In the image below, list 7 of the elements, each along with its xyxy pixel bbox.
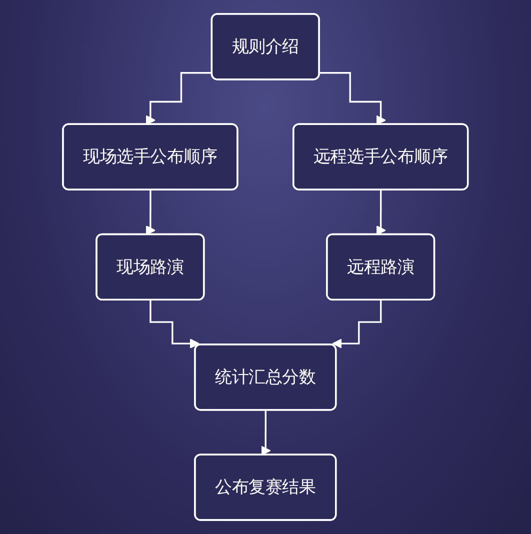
arrow — [376, 189, 386, 236]
arrow — [146, 189, 156, 236]
arrow — [146, 72, 212, 126]
arrow — [320, 72, 386, 126]
arrow — [150, 299, 200, 349]
arrow — [261, 410, 271, 456]
arrow — [332, 299, 382, 348]
